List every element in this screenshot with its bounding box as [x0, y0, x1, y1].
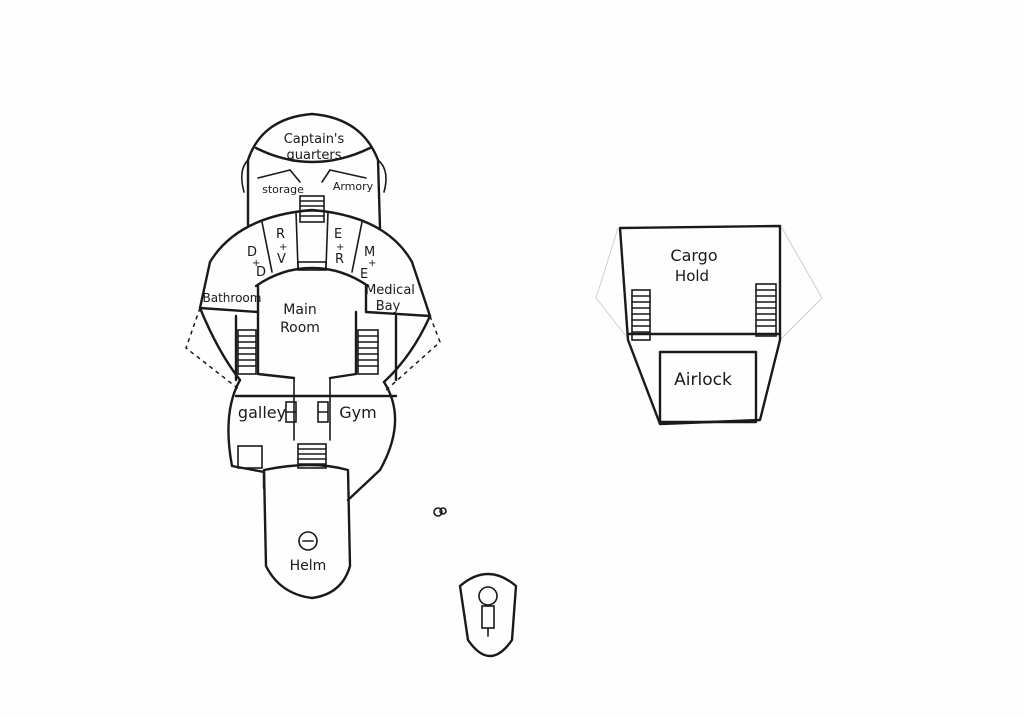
label-dd-3: D [256, 265, 266, 280]
room-labels: Captain's quarters storage Armory D + D … [203, 132, 732, 574]
crew-rooms-outer-arc [208, 208, 414, 264]
label-gym: Gym [339, 403, 376, 422]
main-ship [185, 112, 441, 600]
label-er-2: + [336, 242, 344, 253]
label-dd-1: D [247, 245, 257, 260]
label-main-room-2: Room [280, 320, 320, 336]
label-captains-quarters-1: Captain's [284, 132, 345, 147]
label-medical-bay-2: Bay [376, 299, 401, 314]
stray-mark [433, 507, 447, 517]
label-me-2: + [368, 258, 376, 269]
label-bathroom: Bathroom [203, 291, 262, 305]
left-fin-dashed [185, 307, 241, 391]
label-rv-3: V [277, 252, 286, 267]
label-er-1: E [334, 227, 342, 242]
label-cargo-hold-2: Hold [675, 267, 709, 285]
label-galley: galley [238, 403, 286, 422]
right-fin-dashed [383, 315, 441, 393]
label-armory: Armory [333, 180, 374, 193]
cargo-hold-outline [618, 224, 782, 426]
cargo-section [595, 224, 823, 426]
label-main-room-1: Main [283, 302, 316, 318]
label-er-3: R [335, 252, 344, 267]
cargo-stairs-right [755, 283, 777, 337]
helm-seat-icon [298, 531, 318, 551]
helm-wall [262, 463, 352, 600]
label-rv-2: + [279, 242, 287, 253]
captains-quarters-wall [254, 146, 372, 164]
label-rv-1: R [276, 227, 285, 242]
label-captains-quarters-2: quarters [286, 148, 341, 163]
crew-rooms-inner-arc [254, 266, 370, 288]
hull-outline [246, 112, 382, 230]
label-airlock: Airlock [674, 370, 732, 390]
cargo-stairs-left [631, 289, 651, 341]
stairs-left [237, 329, 257, 375]
stairs-right [357, 329, 379, 375]
stairs-lower [297, 443, 327, 469]
galley-gym-hull [227, 378, 397, 502]
pod-seat-icon [478, 586, 498, 606]
label-me-3: E [360, 267, 368, 282]
label-medical-bay-1: Medical [365, 283, 415, 298]
label-cargo-hold-1: Cargo [670, 246, 717, 265]
airlock-wall [658, 350, 758, 424]
bathroom-wall [198, 260, 260, 314]
escape-pod-outline [458, 572, 518, 658]
main-room-wall [256, 310, 358, 380]
medical-bay-wall [364, 260, 432, 318]
label-me-1: M [364, 245, 375, 260]
label-helm: Helm [290, 558, 327, 574]
escape-pod [458, 572, 518, 658]
label-storage: storage [262, 183, 304, 196]
label-dd-2: + [252, 258, 260, 269]
